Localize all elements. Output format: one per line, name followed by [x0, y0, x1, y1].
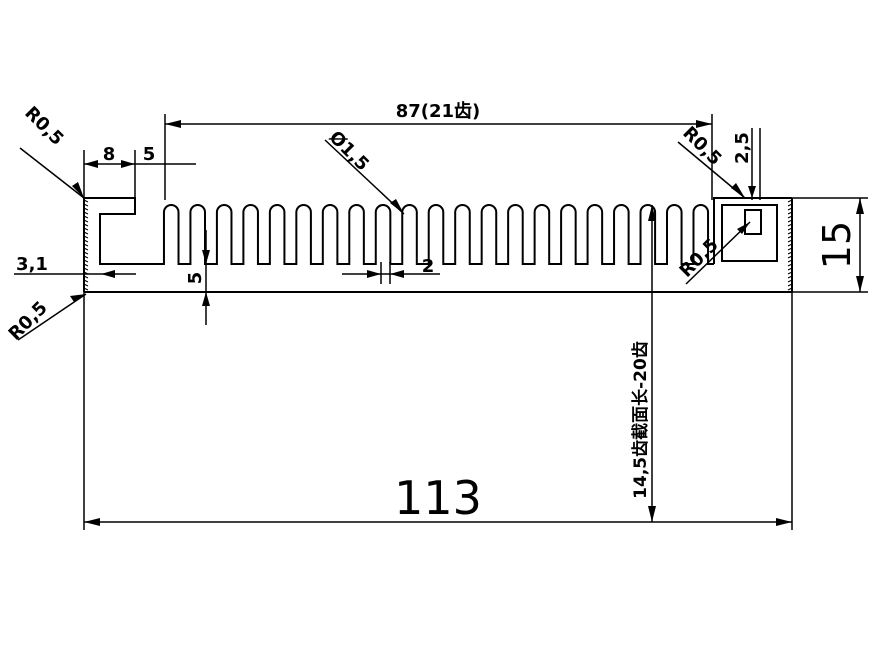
fin-tip-diameter-label: Ø1,5: [325, 127, 373, 175]
fins-outline: [158, 204, 714, 265]
arrowheads: [70, 120, 864, 526]
edge-texture: [83, 199, 793, 291]
right-slot-label: 2,5: [732, 132, 753, 164]
overall-width-label: 113: [394, 471, 482, 525]
dimension-lines: [14, 114, 868, 530]
height-label: 15: [815, 221, 859, 269]
left-radius-top-label: R0,5: [20, 103, 67, 150]
right-radius-bottom-label: R0,5: [676, 235, 723, 282]
base-offset-label: 3,1: [16, 254, 48, 275]
left-slot-width-label: 8: [103, 144, 116, 165]
left-gap-label: 5: [143, 144, 156, 165]
length-range-label: 14,5齿截面长-20齿: [630, 341, 651, 499]
fin-depth-label: 5: [185, 272, 206, 285]
top-span-label: 87(21齿): [396, 100, 481, 122]
fin-gap-label: 2: [422, 256, 435, 277]
profile-outline: [83, 197, 793, 293]
